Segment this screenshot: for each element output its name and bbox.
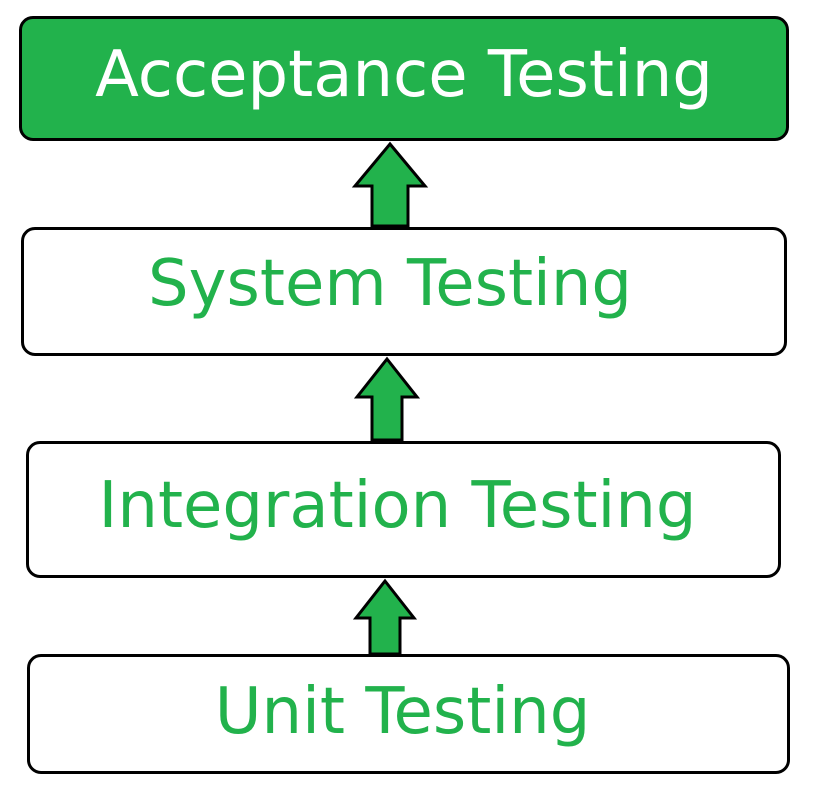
arrow-shape bbox=[353, 356, 421, 442]
level-integration-testing: Integration Testing bbox=[26, 441, 781, 578]
level-label-acceptance-testing: Acceptance Testing bbox=[95, 37, 713, 112]
arrow-up-icon bbox=[351, 141, 429, 228]
arrow-shape bbox=[351, 141, 429, 228]
arrow-shape bbox=[352, 578, 418, 656]
level-label-unit-testing: Unit Testing bbox=[214, 675, 591, 749]
level-system-testing: System Testing bbox=[21, 227, 787, 356]
level-unit-testing: Unit Testing bbox=[27, 654, 790, 774]
level-acceptance-testing: Acceptance Testing bbox=[19, 16, 789, 141]
level-label-system-testing: System Testing bbox=[148, 246, 632, 321]
level-label-integration-testing: Integration Testing bbox=[98, 468, 697, 543]
arrow-up-icon bbox=[352, 578, 418, 656]
arrow-up-icon bbox=[353, 356, 421, 442]
